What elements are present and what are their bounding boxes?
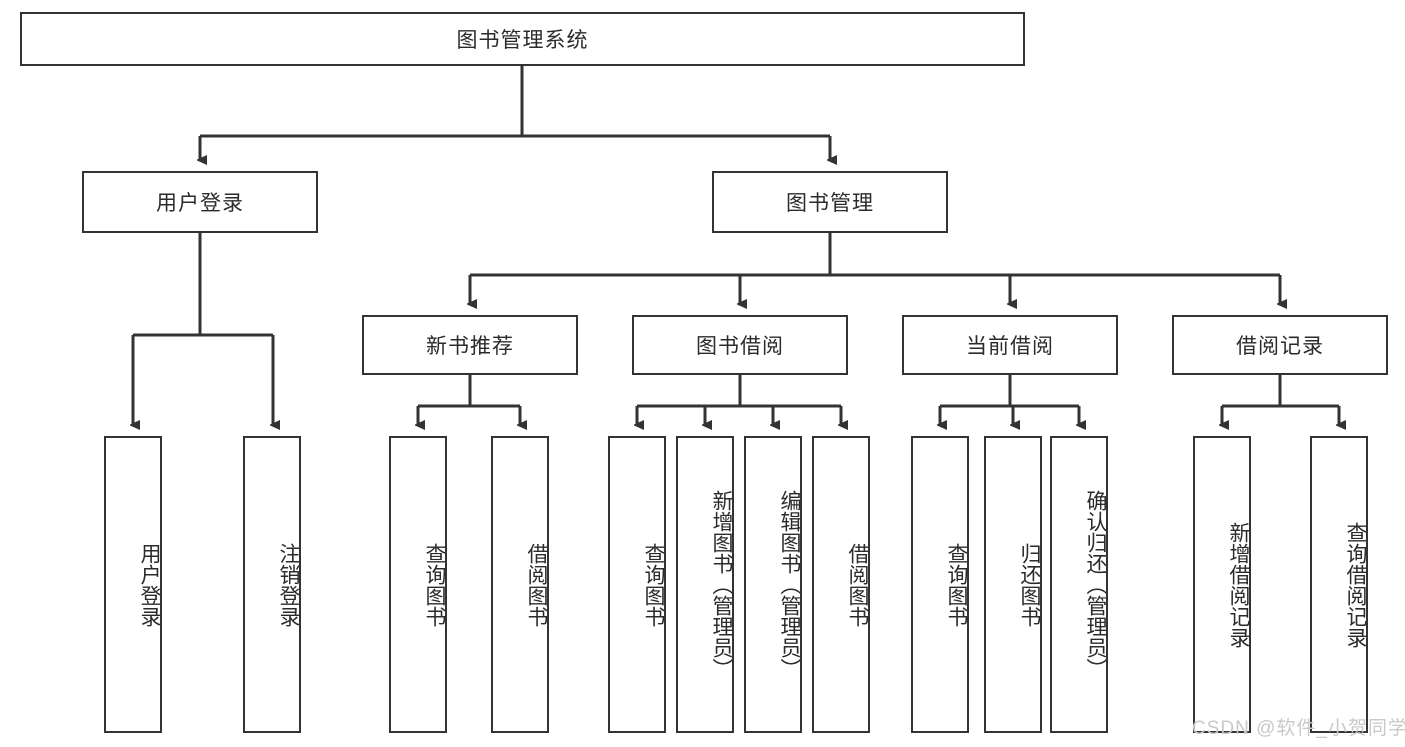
- node-leaf-query-book-borrow-label: 查询图书: [642, 542, 665, 627]
- node-leaf-user-login[interactable]: 用户登录: [104, 436, 162, 733]
- node-leaf-add-book[interactable]: 新增图书（管理员）: [676, 436, 734, 733]
- node-leaf-confirm-return-label: 确认归还（管理员）: [1084, 490, 1107, 679]
- csdn-watermark: CSDN @软件_小贺同学: [1192, 718, 1405, 739]
- node-leaf-borrow-book-rec-label: 借阅图书: [525, 542, 548, 627]
- node-book-manage-label: 图书管理: [786, 192, 874, 215]
- node-borrow-record-label: 借阅记录: [1236, 335, 1324, 358]
- node-leaf-query-record[interactable]: 查询借阅记录: [1310, 436, 1368, 733]
- node-leaf-add-book-label: 新增图书（管理员）: [710, 490, 733, 679]
- node-current-borrow[interactable]: 当前借阅: [902, 315, 1118, 375]
- node-new-book-rec-label: 新书推荐: [426, 335, 514, 358]
- node-leaf-borrow-book-label: 借阅图书: [846, 542, 869, 627]
- node-leaf-query-book-rec[interactable]: 查询图书: [389, 436, 447, 733]
- node-root[interactable]: 图书管理系统: [20, 12, 1025, 66]
- node-root-label: 图书管理系统: [456, 29, 589, 52]
- node-leaf-query-book-cur[interactable]: 查询图书: [911, 436, 969, 733]
- node-leaf-return-book-label: 归还图书: [1018, 542, 1041, 627]
- node-leaf-return-book[interactable]: 归还图书: [984, 436, 1042, 733]
- node-new-book-rec[interactable]: 新书推荐: [362, 315, 578, 375]
- node-book-borrow[interactable]: 图书借阅: [632, 315, 848, 375]
- node-leaf-user-login-label: 用户登录: [138, 542, 161, 627]
- node-leaf-logout-label: 注销登录: [277, 542, 300, 627]
- node-current-borrow-label: 当前借阅: [966, 335, 1054, 358]
- node-leaf-edit-book-label: 编辑图书（管理员）: [778, 490, 801, 679]
- node-book-manage[interactable]: 图书管理: [712, 171, 948, 233]
- node-leaf-confirm-return[interactable]: 确认归还（管理员）: [1050, 436, 1108, 733]
- node-leaf-query-record-label: 查询借阅记录: [1344, 521, 1367, 648]
- node-user-login-label: 用户登录: [156, 192, 244, 215]
- node-leaf-borrow-book[interactable]: 借阅图书: [812, 436, 870, 733]
- node-leaf-add-record-label: 新增借阅记录: [1227, 521, 1250, 648]
- node-leaf-logout[interactable]: 注销登录: [243, 436, 301, 733]
- node-leaf-query-book-borrow[interactable]: 查询图书: [608, 436, 666, 733]
- node-borrow-record[interactable]: 借阅记录: [1172, 315, 1388, 375]
- node-leaf-add-record[interactable]: 新增借阅记录: [1193, 436, 1251, 733]
- node-leaf-query-book-rec-label: 查询图书: [423, 542, 446, 627]
- node-user-login[interactable]: 用户登录: [82, 171, 318, 233]
- node-leaf-edit-book[interactable]: 编辑图书（管理员）: [744, 436, 802, 733]
- node-leaf-query-book-cur-label: 查询图书: [945, 542, 968, 627]
- node-book-borrow-label: 图书借阅: [696, 335, 784, 358]
- node-leaf-borrow-book-rec[interactable]: 借阅图书: [491, 436, 549, 733]
